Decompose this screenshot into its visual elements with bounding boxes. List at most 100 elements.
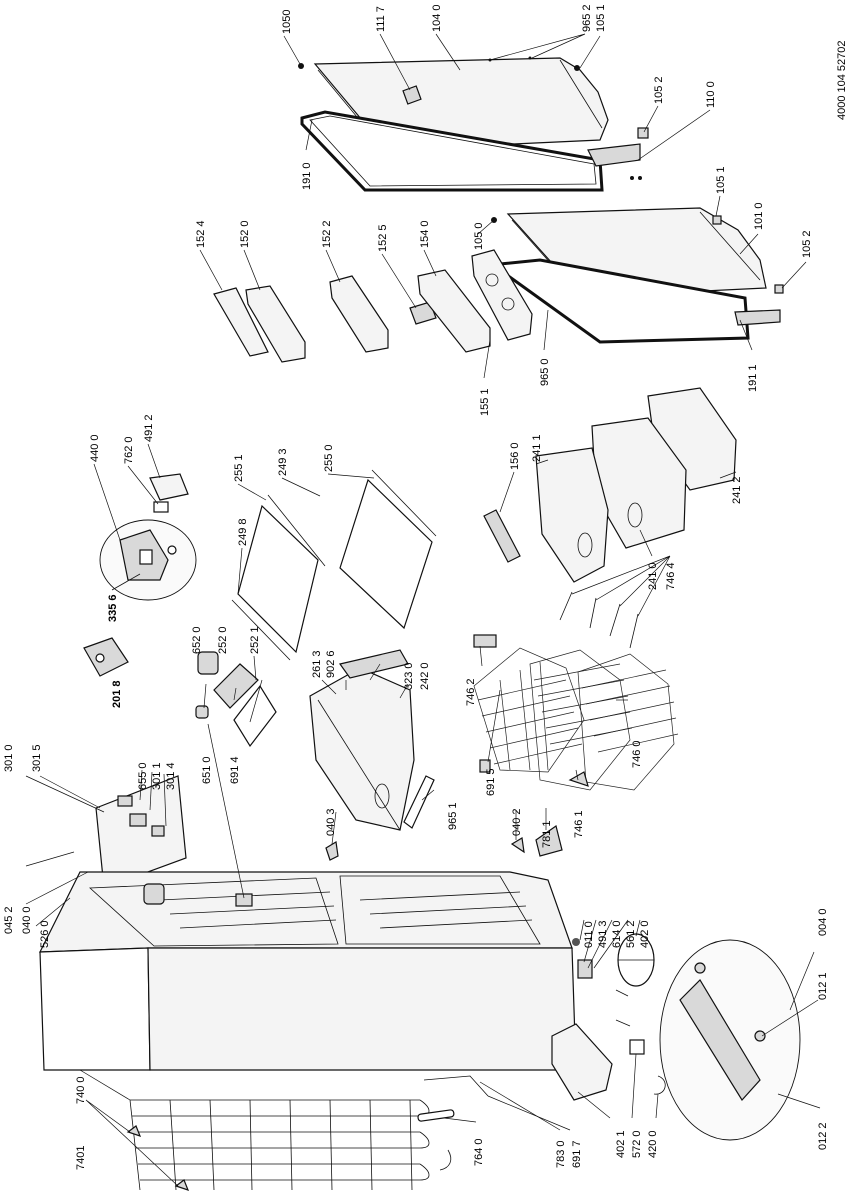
callout-7830: 783 0	[555, 1140, 567, 1168]
callout-7464: 746 4	[665, 562, 677, 590]
divider-323-0	[338, 649, 409, 679]
lamp-762-0	[153, 501, 169, 513]
callout-1117: 111 7	[375, 6, 387, 32]
callout-2498: 249 8	[237, 518, 249, 546]
runners-746-4	[559, 591, 639, 649]
callout-3356: 335 6	[107, 594, 119, 622]
callout-5260: 526 0	[39, 920, 51, 948]
callout-4021: 402 1	[615, 1130, 627, 1158]
callout-5720: 572 0	[631, 1130, 643, 1158]
callout-4400: 440 0	[89, 434, 101, 462]
callout-1911: 191 1	[747, 364, 759, 392]
callout-6917: 691 7	[571, 1140, 583, 1168]
base-detail-bubble	[659, 939, 801, 1141]
callout-1100: 110 0	[705, 81, 717, 108]
callout-1522: 152 2	[321, 220, 333, 248]
crisper-241-1	[535, 447, 609, 583]
callout-2520: 252 0	[217, 626, 229, 654]
handle-156-0	[483, 509, 521, 563]
freezer-door-gasket	[300, 110, 604, 192]
callout-6550: 655 0	[137, 762, 149, 790]
callout-0040: 004 0	[817, 908, 829, 936]
filter-764-0	[417, 1109, 455, 1122]
clip-746-2	[473, 634, 497, 648]
tray-402-1	[551, 1023, 613, 1101]
callout-1560: 156 0	[509, 442, 521, 470]
tube-783-0	[423, 1075, 489, 1097]
callout-3010: 301 0	[3, 744, 15, 772]
door-bin-154-0	[417, 269, 491, 353]
dairy-box-155-1	[471, 249, 533, 341]
bracket-781-1	[535, 825, 563, 857]
control-detail-bubble	[99, 519, 197, 601]
callout-1051a: 105 1	[595, 4, 607, 32]
callout-7462: 746 2	[465, 678, 477, 706]
cable-420-0	[653, 1075, 666, 1095]
callout-0121: 012 1	[817, 972, 829, 1000]
callout-9026: 902 6	[325, 650, 337, 678]
wire-basket-746-0	[473, 647, 679, 791]
callout-0452: 045 2	[3, 906, 15, 934]
callout-4913: 491 3	[597, 920, 609, 948]
foot-011-0	[572, 938, 580, 946]
clip-7401	[126, 1125, 142, 1137]
callout-2411: 241 1	[531, 434, 543, 462]
callout-7620: 762 0	[123, 436, 135, 464]
callout-1910: 191 0	[301, 162, 313, 190]
relay-614-0	[577, 959, 593, 979]
fan-652-0	[197, 651, 219, 675]
glass-shelf-255-0	[339, 469, 437, 630]
callout-1520: 152 0	[239, 220, 251, 248]
callout-labels: 1050 111 7 104 0 965 2 105 1 105 2 110 0…	[3, 4, 829, 1170]
drawer-242-0	[309, 667, 415, 831]
compressor-402-0	[617, 933, 655, 987]
callout-7640: 764 0	[473, 1138, 485, 1166]
bracket-040-3	[325, 841, 339, 861]
callout-6140: 614 0	[611, 920, 623, 948]
door-bar-152-4	[213, 287, 269, 357]
callout-1040: 104 0	[431, 4, 443, 32]
callout-1525: 152 5	[377, 224, 389, 252]
callout-0403: 040 3	[325, 808, 337, 836]
door-bin-152-0	[245, 285, 306, 363]
callout-0400: 040 0	[21, 906, 33, 934]
callout-1052a: 105 2	[653, 76, 665, 104]
callout-0402: 040 2	[511, 808, 523, 836]
callout-6914: 691 4	[229, 756, 241, 784]
thermostat-335-6	[83, 637, 129, 677]
clip-691-5	[479, 759, 491, 773]
document-reference: 4000 104 52702	[836, 40, 848, 120]
callout-2410: 241 0	[647, 562, 659, 590]
callout-0110: 011 0	[583, 921, 595, 948]
callout-3230: 323 0	[403, 662, 415, 690]
callout-6915: 691 5	[485, 768, 497, 796]
callout-6520: 652 0	[191, 626, 203, 654]
callout-1524: 152 4	[195, 220, 207, 248]
callout-1050: 1050	[281, 10, 293, 34]
duct-252-1	[233, 684, 277, 748]
callout-9652: 965 2	[581, 4, 593, 32]
callout-6510: 651 0	[201, 756, 213, 784]
fan-cover-252-0	[213, 663, 259, 709]
callout-2550: 255 0	[323, 444, 335, 472]
control-panel-301-0	[95, 775, 187, 889]
screw-icon	[574, 65, 580, 71]
callout-2613: 261 3	[311, 650, 323, 678]
callout-4912: 491 2	[143, 414, 155, 442]
leader-lines	[25, 33, 821, 1187]
clip-7401	[174, 1179, 190, 1191]
callout-7400: 740 0	[75, 1076, 87, 1104]
callout-7460: 746 0	[631, 740, 643, 768]
callout-1540: 154 0	[419, 220, 431, 248]
callout-1050b: 105 0	[473, 222, 485, 250]
screw-icon	[298, 63, 304, 69]
door-bin-152-2	[329, 275, 389, 353]
callout-1051b: 105 1	[715, 166, 727, 194]
callout-7401: 7401	[75, 1146, 87, 1170]
callout-2420: 242 0	[419, 662, 431, 690]
callout-9650: 965 0	[539, 358, 551, 386]
strip-965-1	[403, 775, 435, 829]
callout-3011: 301 1	[151, 762, 163, 790]
condenser-740-0	[129, 1099, 452, 1191]
